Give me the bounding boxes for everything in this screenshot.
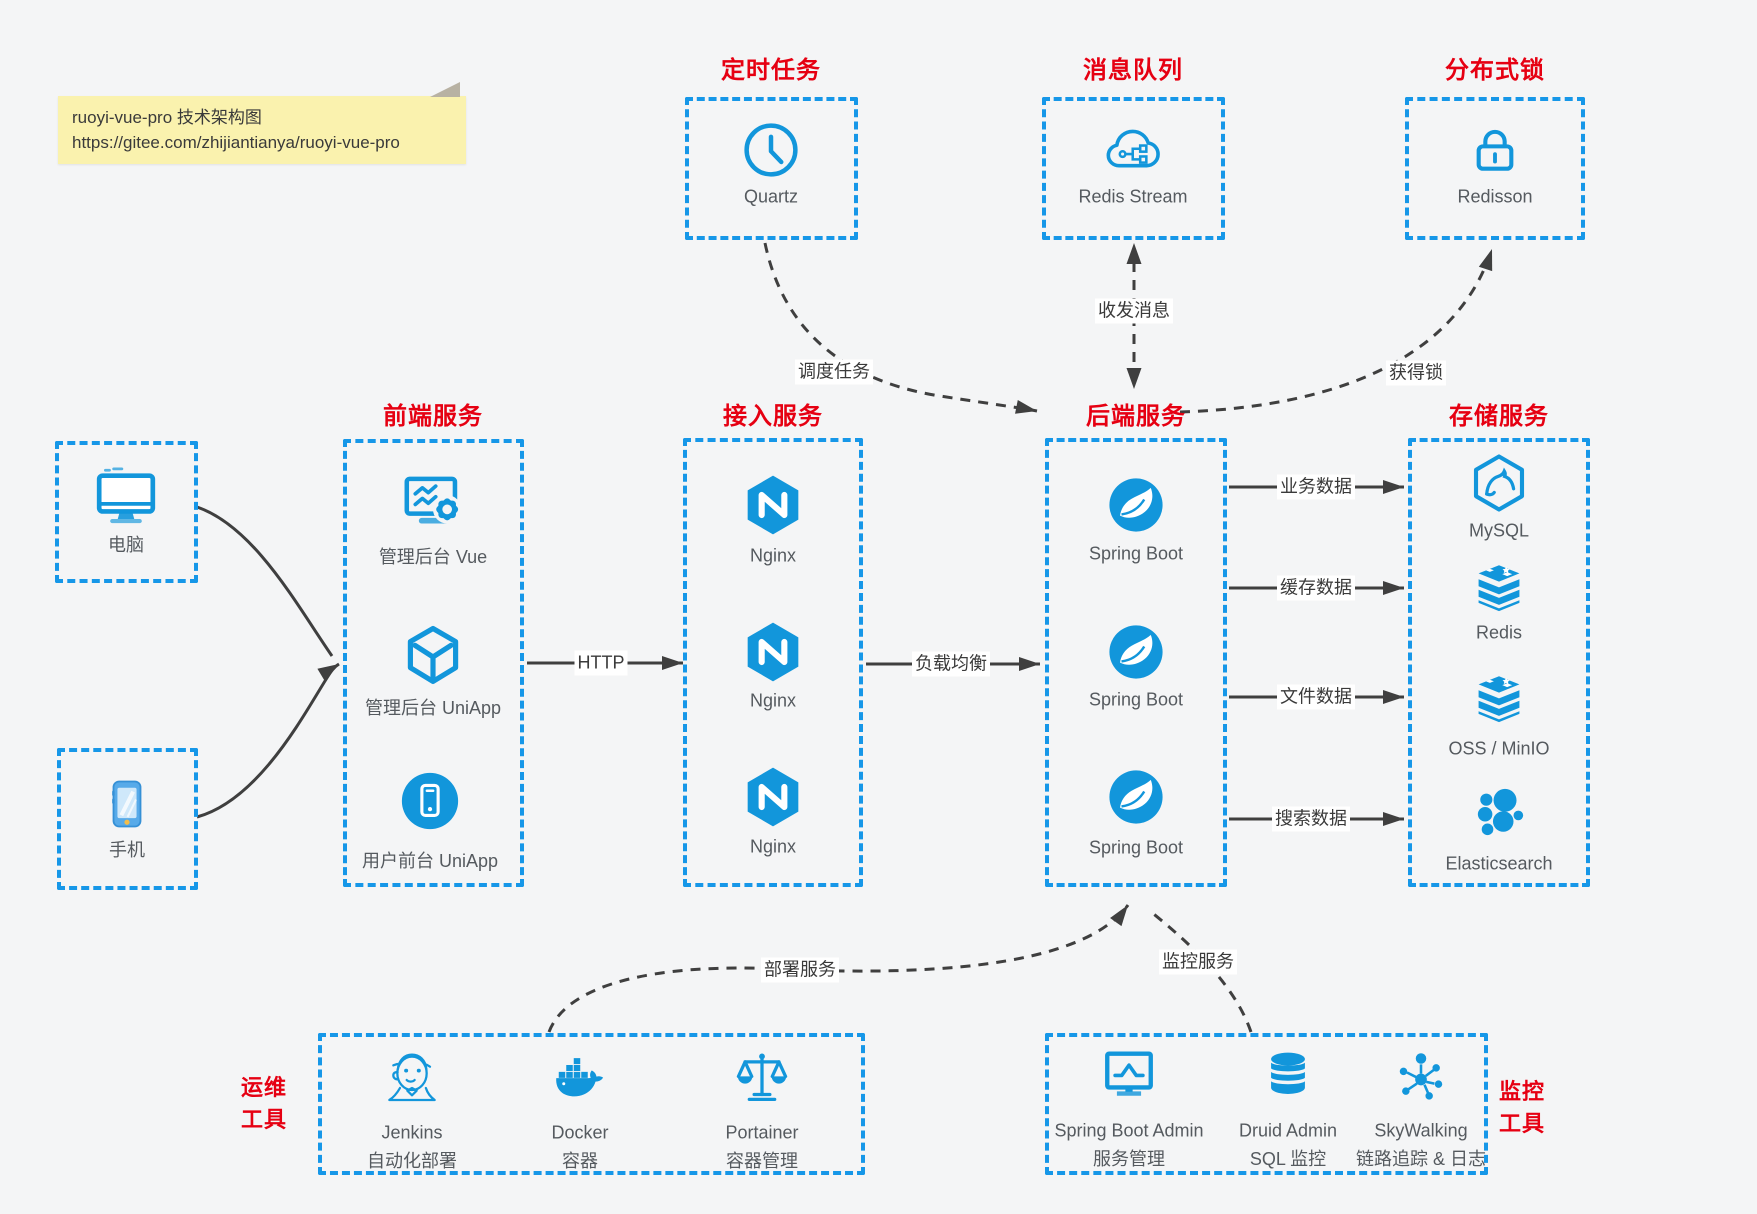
pc-client-box [55, 441, 198, 583]
storage-group-title: 存储服务 [1449, 403, 1549, 430]
jenkins-icon [380, 1046, 444, 1110]
node-label-admin-vue: 管理后台 Vue [378, 547, 488, 567]
node-label-docker: Docker [551, 1122, 609, 1143]
nginx-icon [741, 765, 805, 829]
gateway-group-box [683, 438, 863, 887]
node-label-skywalking: SkyWalking [1374, 1120, 1468, 1141]
note-title: ruoyi-vue-pro 技术架构图 [72, 108, 262, 127]
ops-group-title: 运维 工具 [241, 1072, 287, 1136]
lock-group-title: 分布式锁 [1445, 57, 1545, 84]
node-desc-portainer: 容器管理 [726, 1151, 798, 1171]
edge-messages-arrowhead-down [1126, 368, 1142, 389]
node-label-nginx-3: Nginx [749, 836, 797, 857]
frontend-group-box [343, 439, 524, 887]
edge-messages-arrowhead-up [1126, 243, 1142, 264]
topology-icon [1393, 1048, 1449, 1104]
edge-label-load-balance: 负载均衡 [912, 651, 990, 677]
mobile-app-circle-icon [400, 771, 460, 831]
node-label-phone: 手机 [109, 840, 145, 860]
node-label-springboot-2: Spring Boot [1088, 689, 1184, 710]
node-desc-jenkins: 自动化部署 [367, 1151, 457, 1171]
spring-icon [1107, 623, 1165, 681]
edge-label-acquire-lock: 获得锁 [1386, 360, 1446, 386]
database-icon [1260, 1048, 1316, 1104]
mq-group-box [1042, 97, 1225, 240]
redis-stack-icon [1471, 560, 1527, 616]
monitoring-group-box [1045, 1033, 1488, 1175]
ops-title-line2: 工具 [240, 1107, 288, 1132]
admin-screen-gear-icon [399, 469, 467, 537]
docker-whale-icon [550, 1050, 610, 1110]
phone-client-box [57, 748, 198, 890]
backend-group-box [1045, 438, 1227, 887]
node-label-mysql: MySQL [1468, 520, 1530, 541]
node-label-springboot-1: Spring Boot [1088, 543, 1184, 564]
note-link: https://gitee.com/zhijiantianya/ruoyi-vu… [72, 133, 400, 152]
ops-group-box [318, 1033, 865, 1175]
node-label-redis-stream: Redis Stream [1078, 186, 1188, 207]
edge-label-search-data: 搜索数据 [1272, 806, 1350, 832]
node-desc-skywalking: 链路追踪 & 日志 [1355, 1149, 1487, 1169]
note-fold-corner [430, 82, 460, 97]
frontend-group-title: 前端服务 [383, 403, 483, 430]
gateway-group-title: 接入服务 [723, 403, 823, 430]
edge-label-business-data: 业务数据 [1277, 474, 1355, 500]
elasticsearch-icon [1470, 784, 1528, 842]
smartphone-icon [100, 777, 154, 831]
lock-group-box [1405, 97, 1585, 240]
edge-pc-to-frontend [196, 505, 334, 657]
node-label-springboot-admin: Spring Boot Admin [1054, 1120, 1204, 1141]
backend-group-title: 后端服务 [1086, 403, 1186, 430]
edge-label-monitor: 监控服务 [1159, 949, 1237, 975]
node-label-redis: Redis [1475, 622, 1523, 643]
scheduler-group-title: 定时任务 [721, 57, 821, 84]
edge-schedule-arrow [763, 242, 1038, 414]
edge-label-http: HTTP [574, 650, 628, 676]
edge-label-messages: 收发消息 [1095, 298, 1173, 324]
node-desc-springboot-admin: 服务管理 [1093, 1149, 1165, 1169]
ops-title-line1: 运维 [240, 1075, 288, 1100]
storage-stack-icon [1471, 671, 1527, 727]
mysql-icon [1468, 452, 1530, 514]
node-label-portainer: Portainer [725, 1122, 799, 1143]
node-label-quartz: Quartz [743, 186, 799, 207]
clock-icon [741, 120, 801, 180]
node-label-druid-admin: Druid Admin [1238, 1120, 1338, 1141]
node-label-redisson: Redisson [1457, 186, 1533, 207]
nginx-icon [741, 473, 805, 537]
node-label-springboot-3: Spring Boot [1088, 837, 1184, 858]
sticky-note: ruoyi-vue-pro 技术架构图 https://gitee.com/zh… [58, 82, 466, 164]
cloud-circuit-icon [1101, 117, 1165, 181]
desktop-icon [93, 464, 159, 530]
pulse-monitor-icon [1100, 1047, 1158, 1105]
uniapp-box-icon [402, 624, 464, 686]
edge-label-schedule: 调度任务 [795, 359, 873, 385]
node-label-admin-uniapp: 管理后台 UniApp [364, 698, 502, 718]
edge-phone-to-frontend [196, 662, 340, 819]
scales-icon [733, 1048, 791, 1106]
spring-icon [1107, 768, 1165, 826]
node-desc-docker: 容器 [562, 1151, 598, 1171]
node-label-user-uniapp: 用户前台 UniApp [361, 851, 499, 871]
node-label-oss-minio: OSS / MinIO [1448, 738, 1550, 759]
node-label-nginx-1: Nginx [749, 545, 797, 566]
storage-group-box [1408, 438, 1590, 887]
edge-label-cache-data: 缓存数据 [1277, 575, 1355, 601]
monitoring-group-title: 监控 工具 [1499, 1076, 1545, 1140]
padlock-icon [1466, 121, 1524, 179]
node-label-nginx-2: Nginx [749, 690, 797, 711]
mq-group-title: 消息队列 [1083, 57, 1183, 84]
node-label-jenkins: Jenkins [381, 1122, 443, 1143]
monitoring-title-line2: 工具 [1498, 1111, 1546, 1136]
edge-label-file-data: 文件数据 [1277, 684, 1355, 710]
spring-icon [1107, 476, 1165, 534]
edge-label-deploy: 部署服务 [761, 957, 839, 983]
scheduler-group-box [685, 97, 858, 240]
node-desc-druid-admin: SQL 监控 [1249, 1149, 1327, 1169]
monitoring-title-line1: 监控 [1498, 1079, 1546, 1104]
node-label-pc: 电脑 [108, 535, 144, 555]
nginx-icon [741, 620, 805, 684]
node-label-elasticsearch: Elasticsearch [1445, 853, 1553, 874]
edge-acquire-lock-arrow [1179, 248, 1494, 414]
